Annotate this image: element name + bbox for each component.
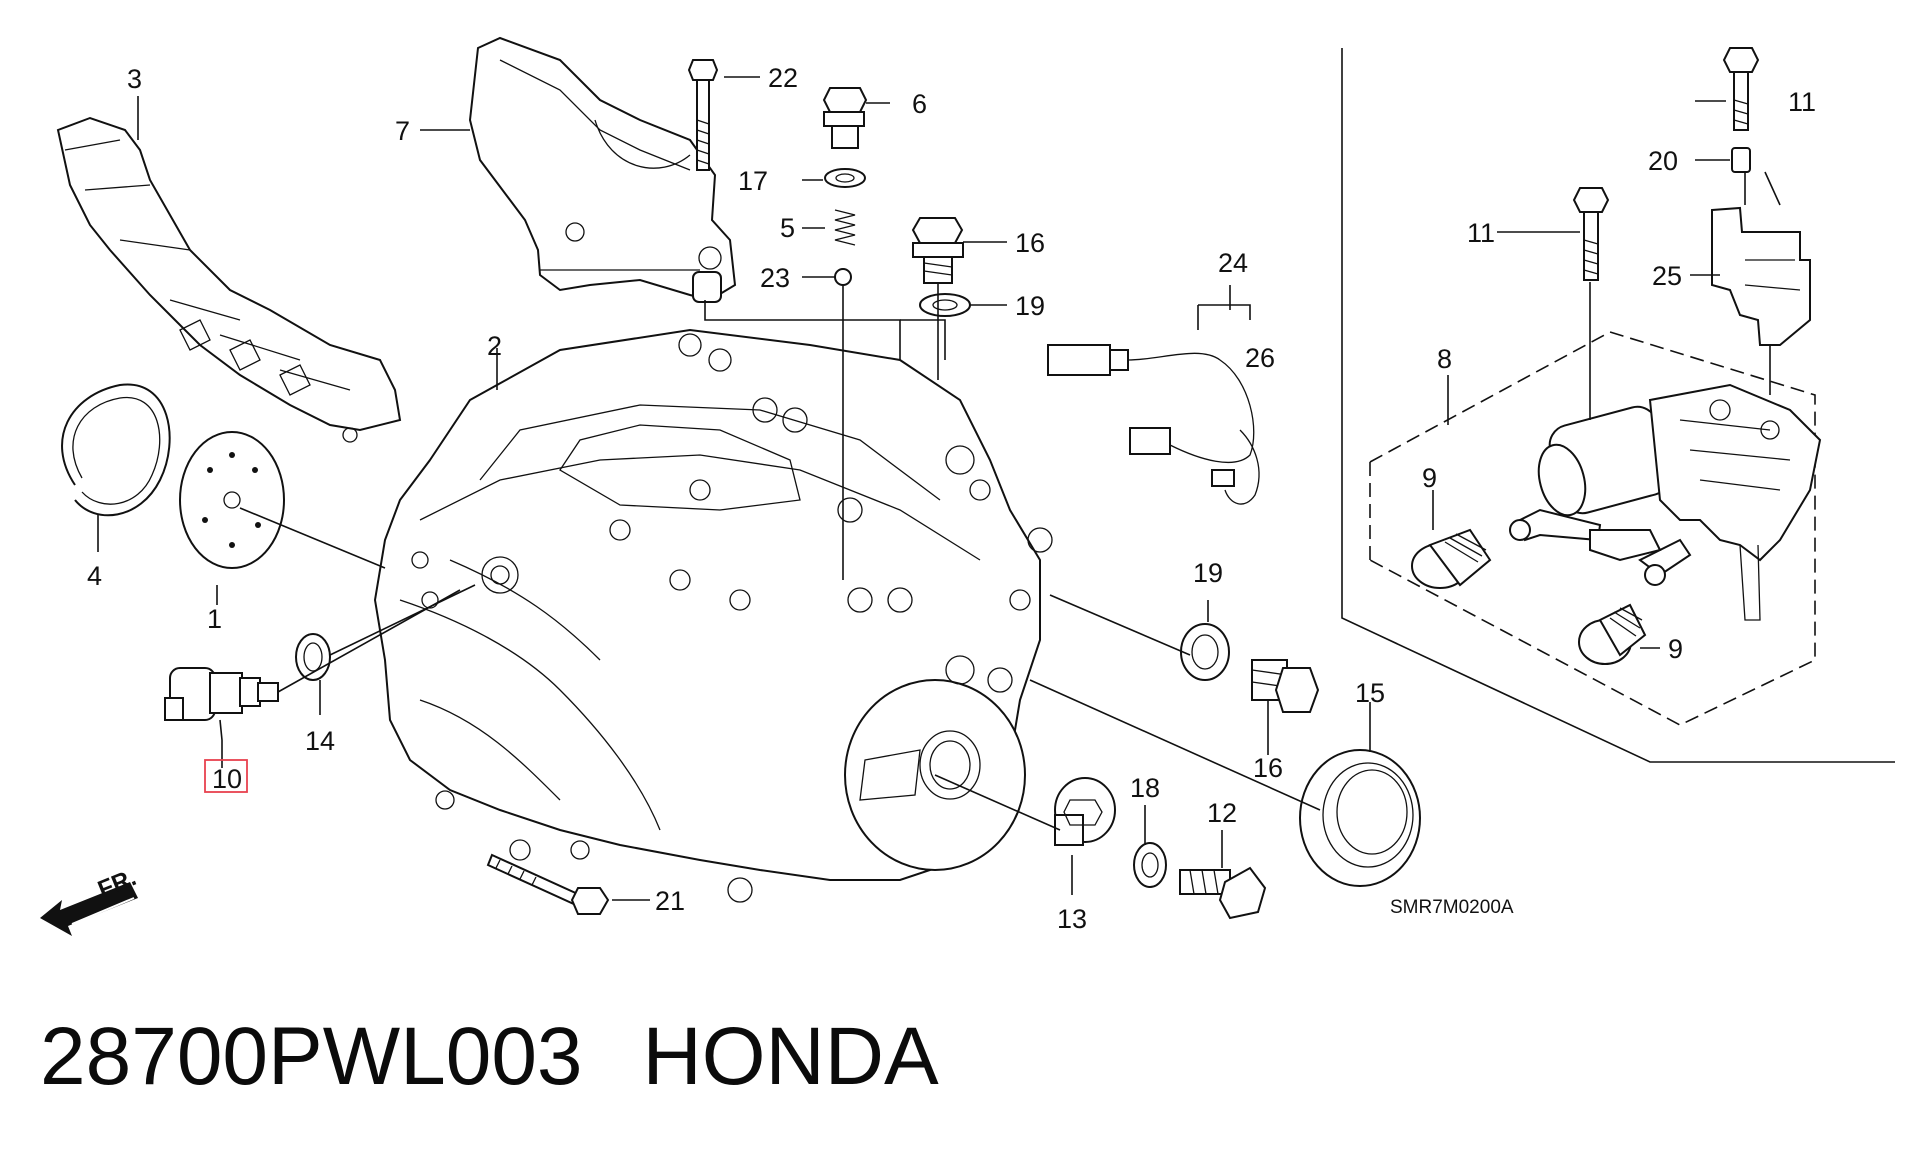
part-9-boot-right <box>1578 603 1647 665</box>
callout-9a: 9 <box>1422 463 1437 493</box>
part-3-cover <box>56 116 402 443</box>
leader-lines <box>97 76 1781 901</box>
callout-8: 8 <box>1437 344 1452 374</box>
callout-14: 14 <box>305 726 335 756</box>
part-18-washer <box>1133 842 1167 888</box>
callout-24: 24 <box>1218 248 1248 278</box>
callout-19b: 19 <box>1193 558 1223 588</box>
callout-labels: 3 4 1 10 14 2 7 22 6 17 5 23 16 19 24 26… <box>87 63 1816 934</box>
callout-4: 4 <box>87 561 102 591</box>
part-8-actuator <box>1369 331 1822 726</box>
highlight-box <box>204 759 248 793</box>
front-arrow-icon: FR. <box>40 864 140 936</box>
callout-1: 1 <box>207 604 222 634</box>
part-22-bolt <box>687 59 719 171</box>
callout-26: 26 <box>1245 343 1275 373</box>
callout-11b: 11 <box>1788 87 1816 117</box>
callout-3: 3 <box>127 64 142 94</box>
callout-25: 25 <box>1652 261 1682 291</box>
caption: 28700PWL003 HONDA <box>40 1010 939 1104</box>
callout-19a: 19 <box>1015 291 1045 321</box>
callout-15: 15 <box>1355 678 1385 708</box>
part-11-bolt-right <box>1722 47 1760 131</box>
part-25-bracket <box>1711 206 1811 346</box>
callout-12: 12 <box>1207 798 1237 828</box>
part-11-bolt-left <box>1572 187 1610 281</box>
part-6-plug <box>822 87 868 149</box>
part-5-spring <box>834 209 856 246</box>
part-21-bolt <box>486 853 610 915</box>
callout-10: 10 <box>212 764 242 794</box>
part-12-bolt <box>1179 866 1267 920</box>
part-24-harness <box>1047 344 1260 505</box>
right-panel-frame <box>1341 48 1895 763</box>
callout-5: 5 <box>780 213 795 243</box>
part-20-collar <box>1731 147 1751 173</box>
callout-18: 18 <box>1130 773 1160 803</box>
callout-17: 17 <box>738 166 768 196</box>
part-13-plug <box>1054 777 1116 846</box>
callout-9b: 9 <box>1668 634 1683 664</box>
callout-13: 13 <box>1057 904 1087 934</box>
diagram-code: SMR7M0200A <box>1390 897 1514 918</box>
callout-23: 23 <box>760 263 790 293</box>
part-number: 28700PWL003 <box>40 1011 583 1102</box>
part-19-washer-top <box>919 293 971 317</box>
part-1-disc <box>179 431 285 569</box>
part-15-oil-seal <box>1299 749 1421 887</box>
part-4-snap-ring <box>61 383 171 517</box>
callout-16b: 16 <box>1253 753 1283 783</box>
part-23-ball <box>834 268 852 286</box>
part-7-bracket <box>468 36 737 303</box>
part-9-boot-left <box>1411 528 1492 589</box>
part-16-plug-mid <box>1251 659 1320 713</box>
part-17-washer <box>824 168 866 188</box>
part-10-switch <box>164 667 279 721</box>
callout-22: 22 <box>768 63 798 93</box>
callout-7: 7 <box>395 116 410 146</box>
part-2-transmission-case <box>373 328 1053 903</box>
part-16-plug-top <box>911 217 964 284</box>
callout-2: 2 <box>487 331 502 361</box>
callout-16a: 16 <box>1015 228 1045 258</box>
brand-name: HONDA <box>642 1011 939 1102</box>
callout-21: 21 <box>655 886 685 916</box>
callout-6: 6 <box>912 89 927 119</box>
callout-20: 20 <box>1648 146 1678 176</box>
part-19-washer-mid <box>1180 623 1230 681</box>
callout-11a: 11 <box>1467 218 1495 248</box>
